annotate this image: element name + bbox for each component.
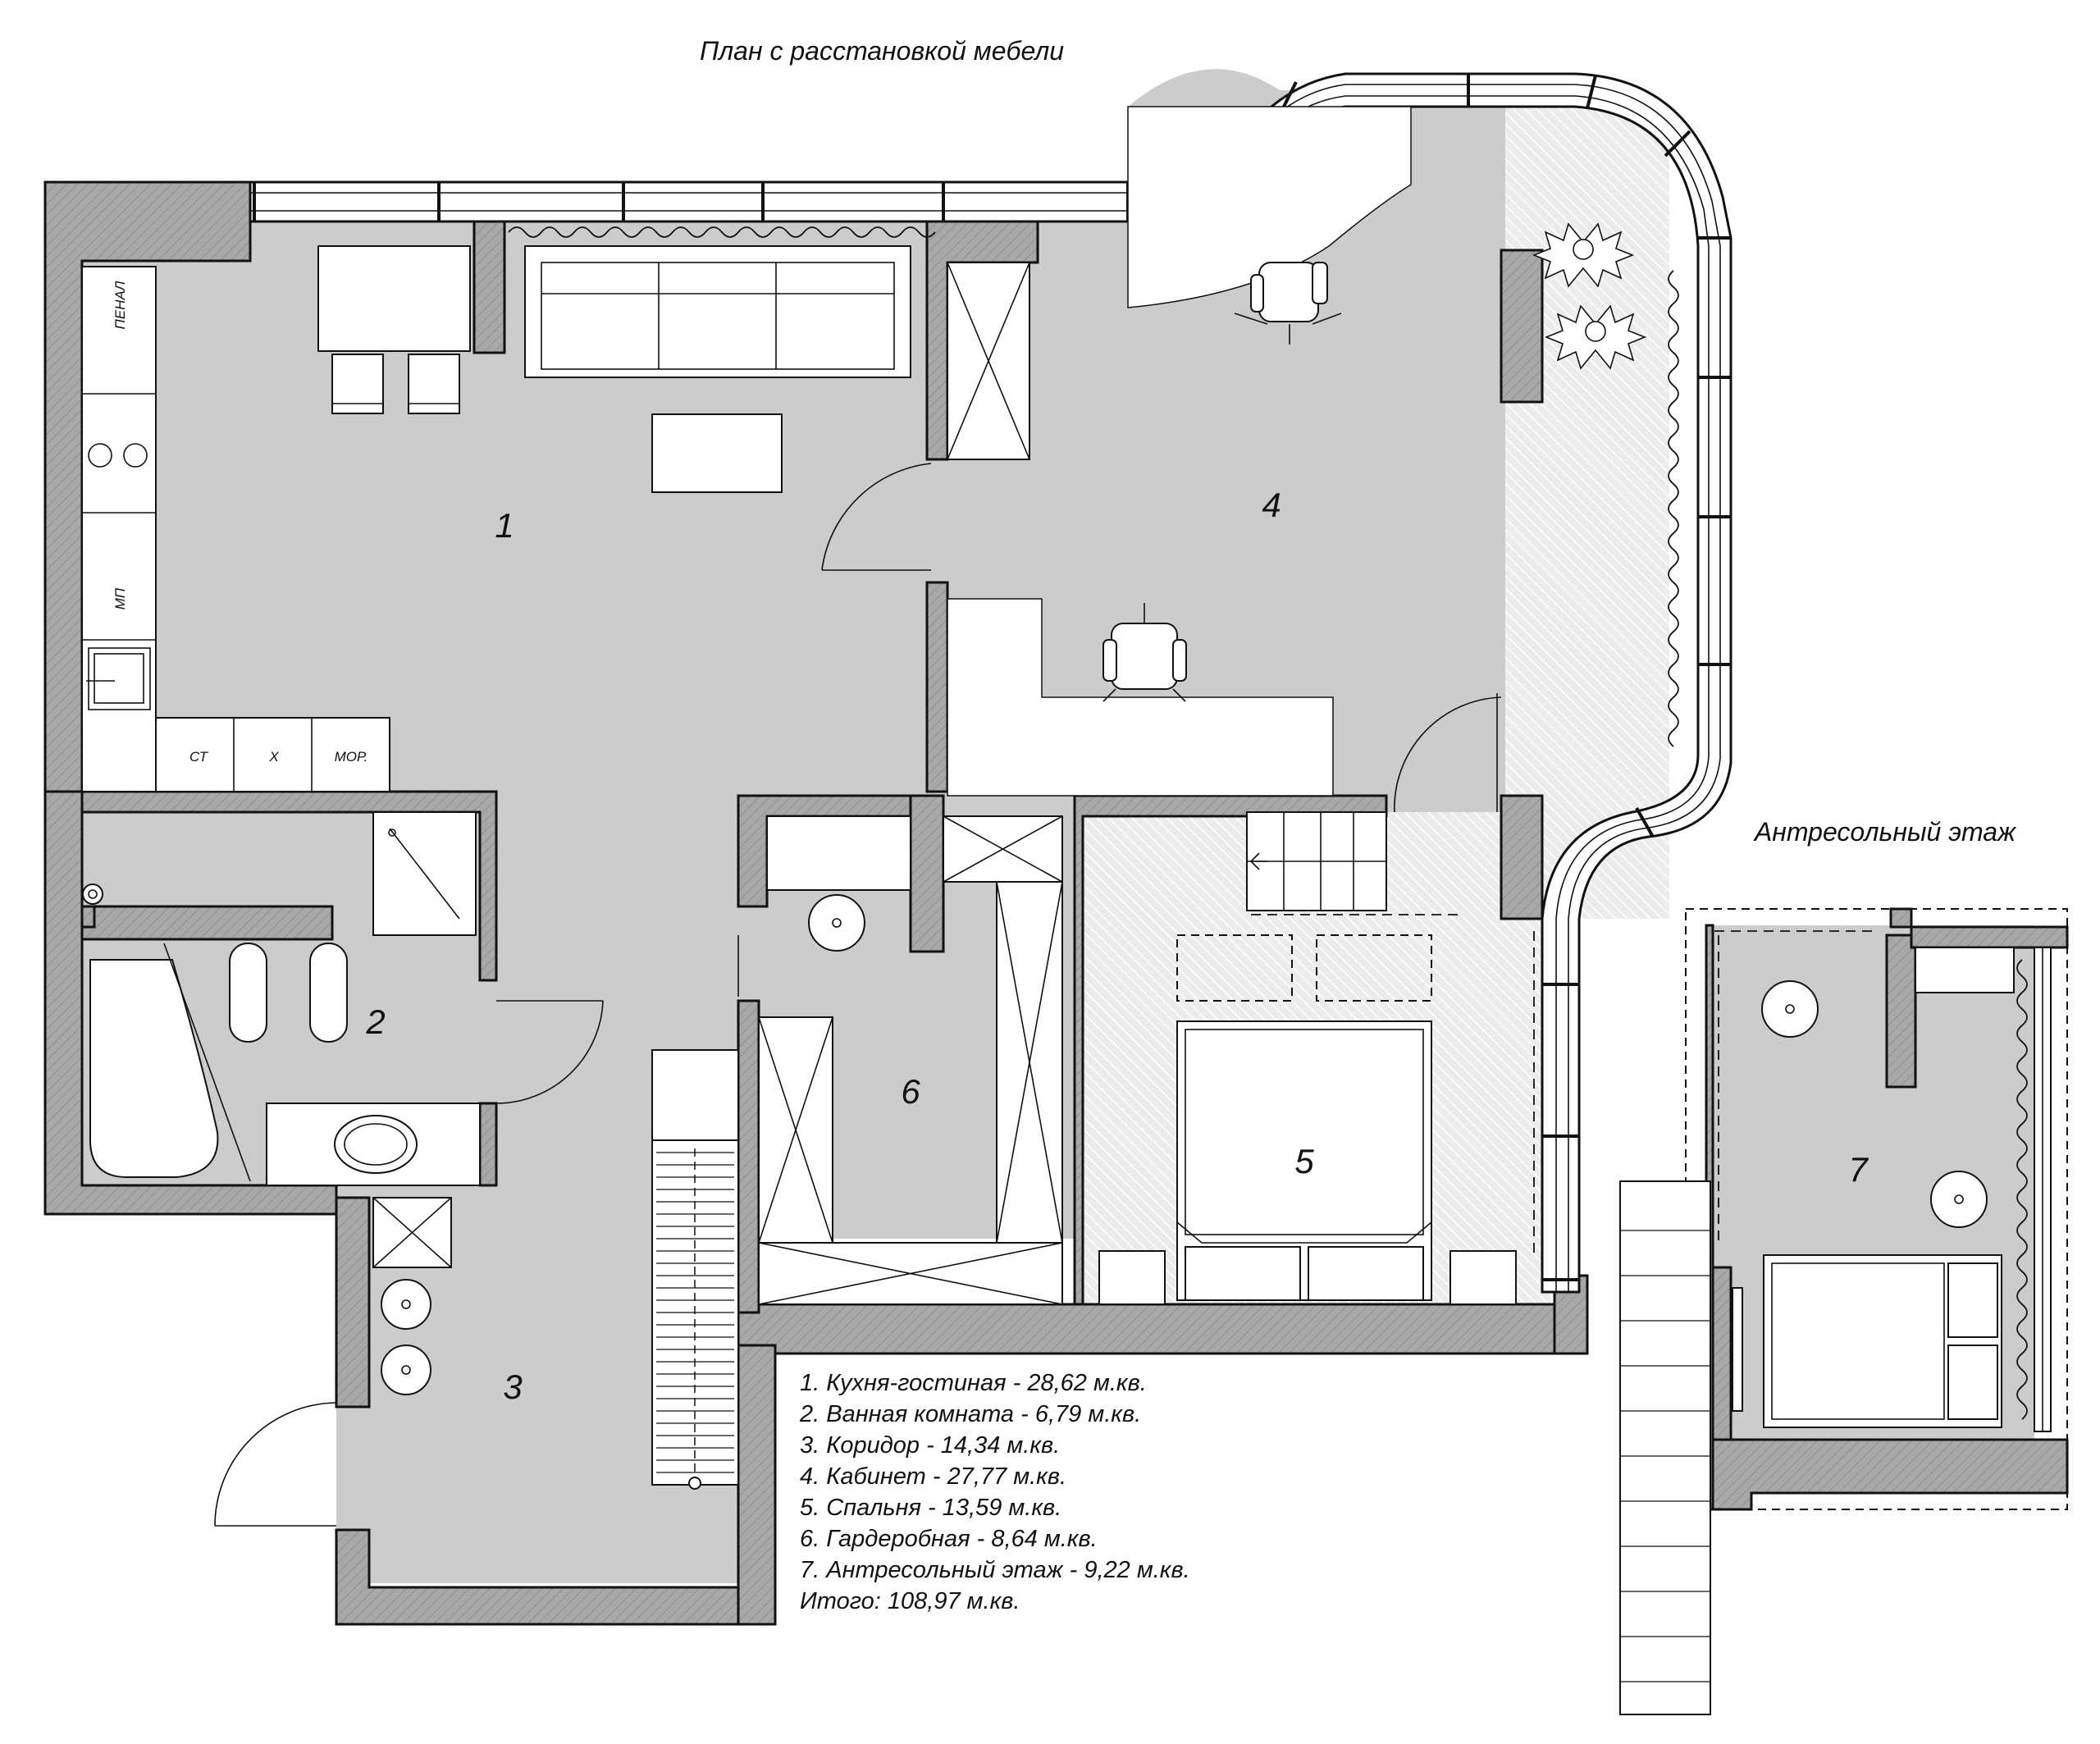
desk-corner [1127,106,1412,308]
door-bathroom [495,1000,604,1104]
plan-title: План с расстановкой мебели [700,36,1064,66]
sofa [524,245,911,378]
walls [43,180,2069,1626]
office-chair-top [1234,262,1342,345]
room-number-5: 5 [1294,1142,1314,1180]
kitchen-label-freezer: МОР. [335,749,368,765]
room-number-2: 2 [365,1002,385,1041]
dining-set [317,245,471,414]
bathroom-fixtures [82,811,481,1186]
wardrobe-room [737,815,1063,1305]
room-numbers: 1 2 3 4 5 6 7 [365,486,1869,1406]
legend-total: Итого: 108,97 м.кв. [800,1588,1020,1614]
plants [1532,222,1647,370]
staircase [651,1049,739,1490]
room-number-7: 7 [1848,1150,1869,1189]
curtains [508,226,2028,1420]
door-entrance [214,1402,337,1527]
room-number-1: 1 [495,506,514,545]
desk-l [947,598,1334,797]
door-kitchen [821,463,932,571]
room-number-3: 3 [503,1367,522,1406]
kitchen-label-fridge: Х [268,749,279,765]
legend-item: 6. Гардеробная - 8,64 м.кв. [800,1526,1098,1552]
office-chair-bottom [1102,603,1187,702]
wardrobe-office [947,262,1030,460]
room-number-4: 4 [1262,486,1281,524]
kitchen-label-dishwasher: МП [112,587,128,609]
legend-item: 4. Кабинет - 27,77 м.кв. [800,1463,1066,1490]
legend-item: 2. Ванная комната - 6,79 м.кв. [799,1401,1141,1427]
bedroom-furniture [1098,811,1517,1305]
kitchen-label-washer: СТ [189,749,209,765]
kitchen-counter: ПЕНАЛ МП СТ Х МОР. [81,266,390,792]
legend-item: 1. Кухня-гостиная - 28,62 м.кв. [800,1370,1147,1396]
room-number-6: 6 [901,1072,920,1111]
mezzanine-title: Антресольный этаж [1753,817,2017,847]
legend-item: 3. Коридор - 14,34 м.кв. [800,1432,1060,1459]
corridor-fixtures [372,1197,452,1395]
area-legend: 1. Кухня-гостиная - 28,62 м.кв. 2. Ванна… [799,1370,1190,1614]
coffee-table [651,413,783,493]
mezzanine [1619,908,2068,1715]
legend-item: 7. Антресольный этаж - 9,22 м.кв. [800,1557,1190,1583]
kitchen-label-pencil-case: ПЕНАЛ [112,281,128,329]
door-office [1394,693,1502,813]
legend-item: 5. Спальня - 13,59 м.кв. [800,1495,1061,1521]
